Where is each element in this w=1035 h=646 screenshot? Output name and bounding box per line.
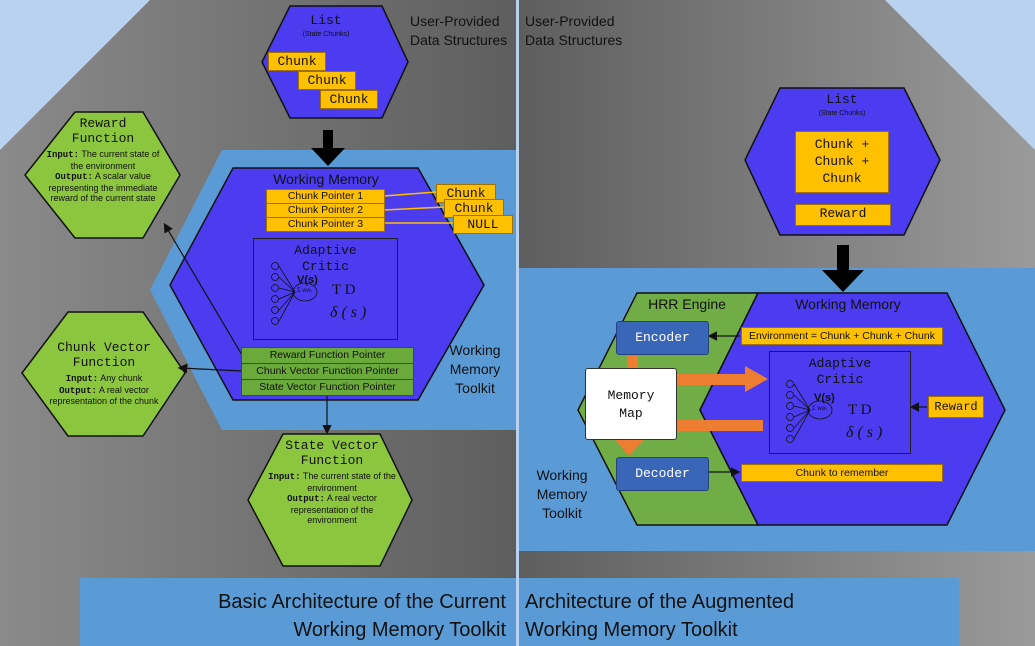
pointer2-line (383, 206, 445, 211)
chunk-vector-pointer-line (177, 363, 243, 374)
left-list-title: List (310, 13, 342, 28)
left-list-chunk-3: Chunk (320, 90, 378, 109)
right-adaptive-critic: Adaptive Critic (769, 351, 911, 454)
state-vector-output-text: A real vector representation of the envi… (290, 493, 377, 525)
right-critic-title: Adaptive Critic (808, 356, 872, 387)
right-list-subtitle: (State Chunks) (818, 110, 866, 117)
left-user-provided-label: User-Provided Data Structures (410, 13, 508, 48)
left-critic-network (271, 262, 318, 325)
left-critic-td: T D (332, 282, 356, 298)
right-list-title: List (826, 92, 858, 107)
chunk-pointer-3: Chunk Pointer 3 (266, 217, 385, 232)
left-critic-vs: V(s) (297, 274, 318, 286)
right-critic-network (786, 380, 833, 443)
right-user-provided-label: User-Provided Data Structures (525, 13, 623, 48)
state-vector-output-label: Output: (287, 494, 325, 504)
reward-function-hexagon (24, 111, 181, 239)
reward-pointer-line (163, 222, 243, 356)
chunk-vector-input-text: Any chunk (100, 373, 143, 383)
left-critic-sum: Σ wᵢxᵢ (297, 288, 312, 294)
left-list-chunk-1: Chunk (268, 52, 326, 71)
left-wm-hexagon (169, 167, 485, 401)
left-adaptive-critic: Adaptive Critic (253, 238, 398, 340)
left-toolkit-label: Working Memory Toolkit (449, 342, 501, 396)
left-list-arrow-shaft (323, 130, 333, 150)
chunk-vector-function-hexagon (21, 311, 186, 437)
left-list-subtitle: (State Chunks) (302, 31, 350, 38)
reward-function-text: Reward Function Input: The current state… (42, 116, 164, 204)
reward-function-title: Reward Function (71, 116, 135, 146)
right-list-arrow-head (822, 270, 864, 292)
reward-function-output-text: A scalar value representing the immediat… (48, 171, 158, 203)
right-list-chunk-sum: Chunk + Chunk + Chunk (795, 131, 889, 193)
right-list-reward: Reward (795, 204, 891, 226)
right-critic-sum: Σ wᵢxᵢ (812, 406, 827, 412)
right-critic-vs: V(s) (814, 392, 835, 404)
right-wm-title: Working Memory (795, 296, 901, 312)
left-list-chunk-2: Chunk (298, 71, 356, 90)
state-vector-function-text: State Vector Function Input: The current… (268, 438, 396, 526)
pointed-chunk-1: Chunk (436, 184, 496, 203)
right-reward-input: Reward (928, 396, 984, 418)
decoder-box: Decoder (616, 457, 709, 491)
pointed-null: NULL (453, 215, 513, 234)
right-critic-delta: δ ( s ) (846, 424, 883, 441)
chunk-to-remember-bar: Chunk to remember (741, 464, 943, 482)
memory-map-box: Memory Map (585, 368, 677, 440)
left-list-arrow-head (311, 148, 345, 166)
left-caption-band (80, 578, 516, 646)
chunk-vector-output-text: A real vector representation of the chun… (49, 384, 159, 407)
chunk-vector-input-label: Input: (65, 374, 99, 384)
environment-bar: Environment = Chunk + Chunk + Chunk (741, 327, 943, 345)
state-vector-input-label: Input: (268, 472, 301, 482)
right-caption: Architecture of the Augmented Working Me… (525, 591, 795, 641)
state-vector-function-pointer: State Vector Function Pointer (241, 379, 414, 396)
reward-function-output-label: Output: (55, 172, 93, 182)
reward-function-input-label: Input: (46, 150, 79, 160)
hrr-engine-title: HRR Engine (648, 296, 726, 312)
reward-function-input-text: The current state of the environment (70, 149, 160, 171)
right-caption-band (519, 578, 959, 646)
left-critic-title: Adaptive Critic (294, 243, 357, 274)
encoder-box: Encoder (616, 321, 709, 355)
chunk-pointer-1: Chunk Pointer 1 (266, 189, 385, 204)
state-vector-input-text: The current state of the environment (302, 471, 396, 493)
chunk-vector-function-text: Chunk Vector Function Input: Any chunk O… (35, 340, 173, 407)
state-vector-function-title: State Vector Function (285, 438, 379, 468)
right-toolkit-label: Working Memory Toolkit (536, 467, 588, 521)
left-critic-delta: δ ( s ) (330, 304, 367, 321)
pointer1-line (383, 191, 437, 197)
pointed-chunk-2: Chunk (444, 199, 504, 218)
right-critic-td: T D (848, 402, 872, 418)
chunk-pointer-2: Chunk Pointer 2 (266, 203, 385, 218)
chunk-vector-function-title: Chunk Vector Function (57, 340, 151, 370)
reward-function-pointer: Reward Function Pointer (241, 347, 414, 364)
chunk-vector-function-pointer: Chunk Vector Function Pointer (241, 363, 414, 380)
chunk-vector-output-label: Output: (59, 385, 97, 396)
left-caption: Basic Architecture of the Current Workin… (218, 591, 506, 641)
left-wm-title: Working Memory (273, 171, 379, 187)
state-vector-function-hexagon (247, 433, 413, 567)
right-list-arrow-shaft (837, 245, 849, 273)
